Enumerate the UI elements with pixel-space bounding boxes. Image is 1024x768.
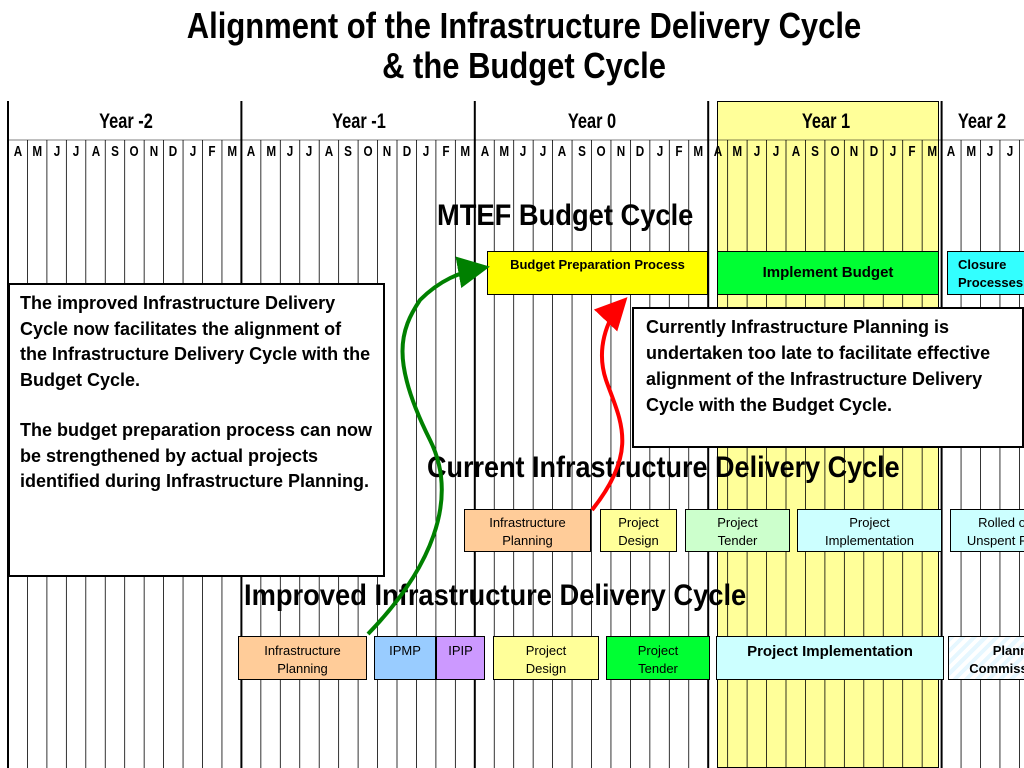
year-label-minus-1: Year -1 — [332, 110, 386, 133]
month-label: F — [675, 143, 683, 160]
month-label: J — [520, 143, 527, 160]
month-label: N — [849, 143, 859, 160]
month-label: S — [811, 143, 820, 160]
month-label: J — [306, 143, 313, 160]
improved-project-implementation-box: Project Implementation — [716, 636, 944, 680]
month-label: D — [635, 143, 645, 160]
current-project-implementation-box: Project Implementation — [797, 509, 942, 552]
page-title: Alignment of the Infrastructure Delivery… — [73, 6, 974, 86]
month-label: J — [889, 143, 897, 160]
month-label: A — [91, 143, 100, 160]
month-label: J — [656, 143, 663, 160]
month-label: J — [53, 143, 60, 160]
month-label: A — [480, 143, 489, 160]
month-label: F — [908, 143, 916, 160]
mtef-heading: MTEF Budget Cycle — [437, 199, 694, 232]
month-label: N — [383, 143, 392, 160]
month-label: M — [265, 143, 276, 160]
title-line-1: Alignment of the Infrastructure Delivery… — [186, 5, 862, 46]
implement-budget-box: Implement Budget — [717, 251, 939, 295]
improved-infrastructure-planning-box: Infrastructure Planning — [238, 636, 367, 680]
month-label: A — [791, 143, 800, 160]
improved-project-design-box: Project Design — [493, 636, 599, 680]
rolled-over-funds-box: Rolled over Unspent Funds — [950, 509, 1024, 552]
month-label: O — [129, 143, 139, 160]
month-label: A — [324, 143, 334, 160]
month-label: M — [460, 143, 471, 160]
month-label: J — [773, 143, 780, 160]
month-label: M — [966, 143, 976, 160]
month-label: M — [499, 143, 510, 160]
month-label: D — [402, 143, 411, 160]
improved-note-paragraph-2: The budget preparation process can now b… — [20, 420, 373, 491]
month-label: A — [947, 143, 956, 160]
year-label-0: Year 0 — [567, 110, 617, 133]
month-label: J — [189, 143, 197, 160]
planned-commissioning-box: Planned Commissioning — [948, 636, 1024, 680]
month-label: J — [539, 143, 547, 160]
month-label: O — [830, 143, 840, 160]
month-label: S — [344, 143, 353, 160]
month-label: M — [732, 143, 743, 160]
month-label: N — [149, 143, 159, 160]
improved-project-tender-box: Project Tender — [606, 636, 710, 680]
year-label-1: Year 1 — [801, 110, 851, 133]
month-label: A — [13, 143, 22, 160]
month-label: F — [208, 143, 216, 160]
month-label: A — [558, 143, 567, 160]
month-label: F — [442, 143, 450, 160]
month-label: A — [713, 143, 723, 160]
month-label: J — [422, 143, 430, 160]
improved-note-paragraph-1: The improved Infrastructure Delivery Cyc… — [20, 293, 371, 390]
title-line-2: & the Budget Cycle — [382, 45, 666, 86]
month-label: M — [226, 143, 237, 160]
current-infrastructure-planning-box: Infrastructure Planning — [464, 509, 591, 552]
month-label: N — [616, 143, 625, 160]
month-label: D — [869, 143, 878, 160]
month-label: S — [577, 143, 586, 160]
month-label: J — [753, 143, 761, 160]
month-label: J — [72, 143, 80, 160]
month-label: O — [596, 143, 606, 160]
closure-processes-box: Closure Processes — [947, 251, 1024, 295]
improved-cycle-heading: Improved Infrastructure Delivery Cycle — [244, 579, 747, 612]
month-label: M — [927, 143, 937, 160]
ipmp-box: IPMP — [374, 636, 436, 680]
current-project-tender-box: Project Tender — [685, 509, 790, 552]
year-label-minus-2: Year -2 — [99, 110, 153, 133]
month-label: O — [363, 143, 373, 160]
budget-preparation-box: Budget Preparation Process — [487, 251, 708, 295]
month-label: M — [32, 143, 43, 160]
current-cycle-note: Currently Infrastructure Planning is und… — [632, 307, 1024, 448]
current-project-design-box: Project Design — [600, 509, 677, 552]
improved-cycle-note: The improved Infrastructure Delivery Cyc… — [8, 283, 385, 577]
month-label: D — [169, 143, 178, 160]
month-label: J — [286, 143, 294, 160]
current-cycle-heading: Current Infrastructure Delivery Cycle — [427, 451, 900, 484]
month-label: J — [1006, 143, 1013, 160]
ipip-box: IPIP — [436, 636, 485, 680]
month-label: M — [693, 143, 704, 160]
month-label: J — [986, 143, 994, 160]
month-label: S — [111, 143, 119, 160]
month-label: A — [246, 143, 256, 160]
year-label-2: Year 2 — [957, 110, 1007, 133]
